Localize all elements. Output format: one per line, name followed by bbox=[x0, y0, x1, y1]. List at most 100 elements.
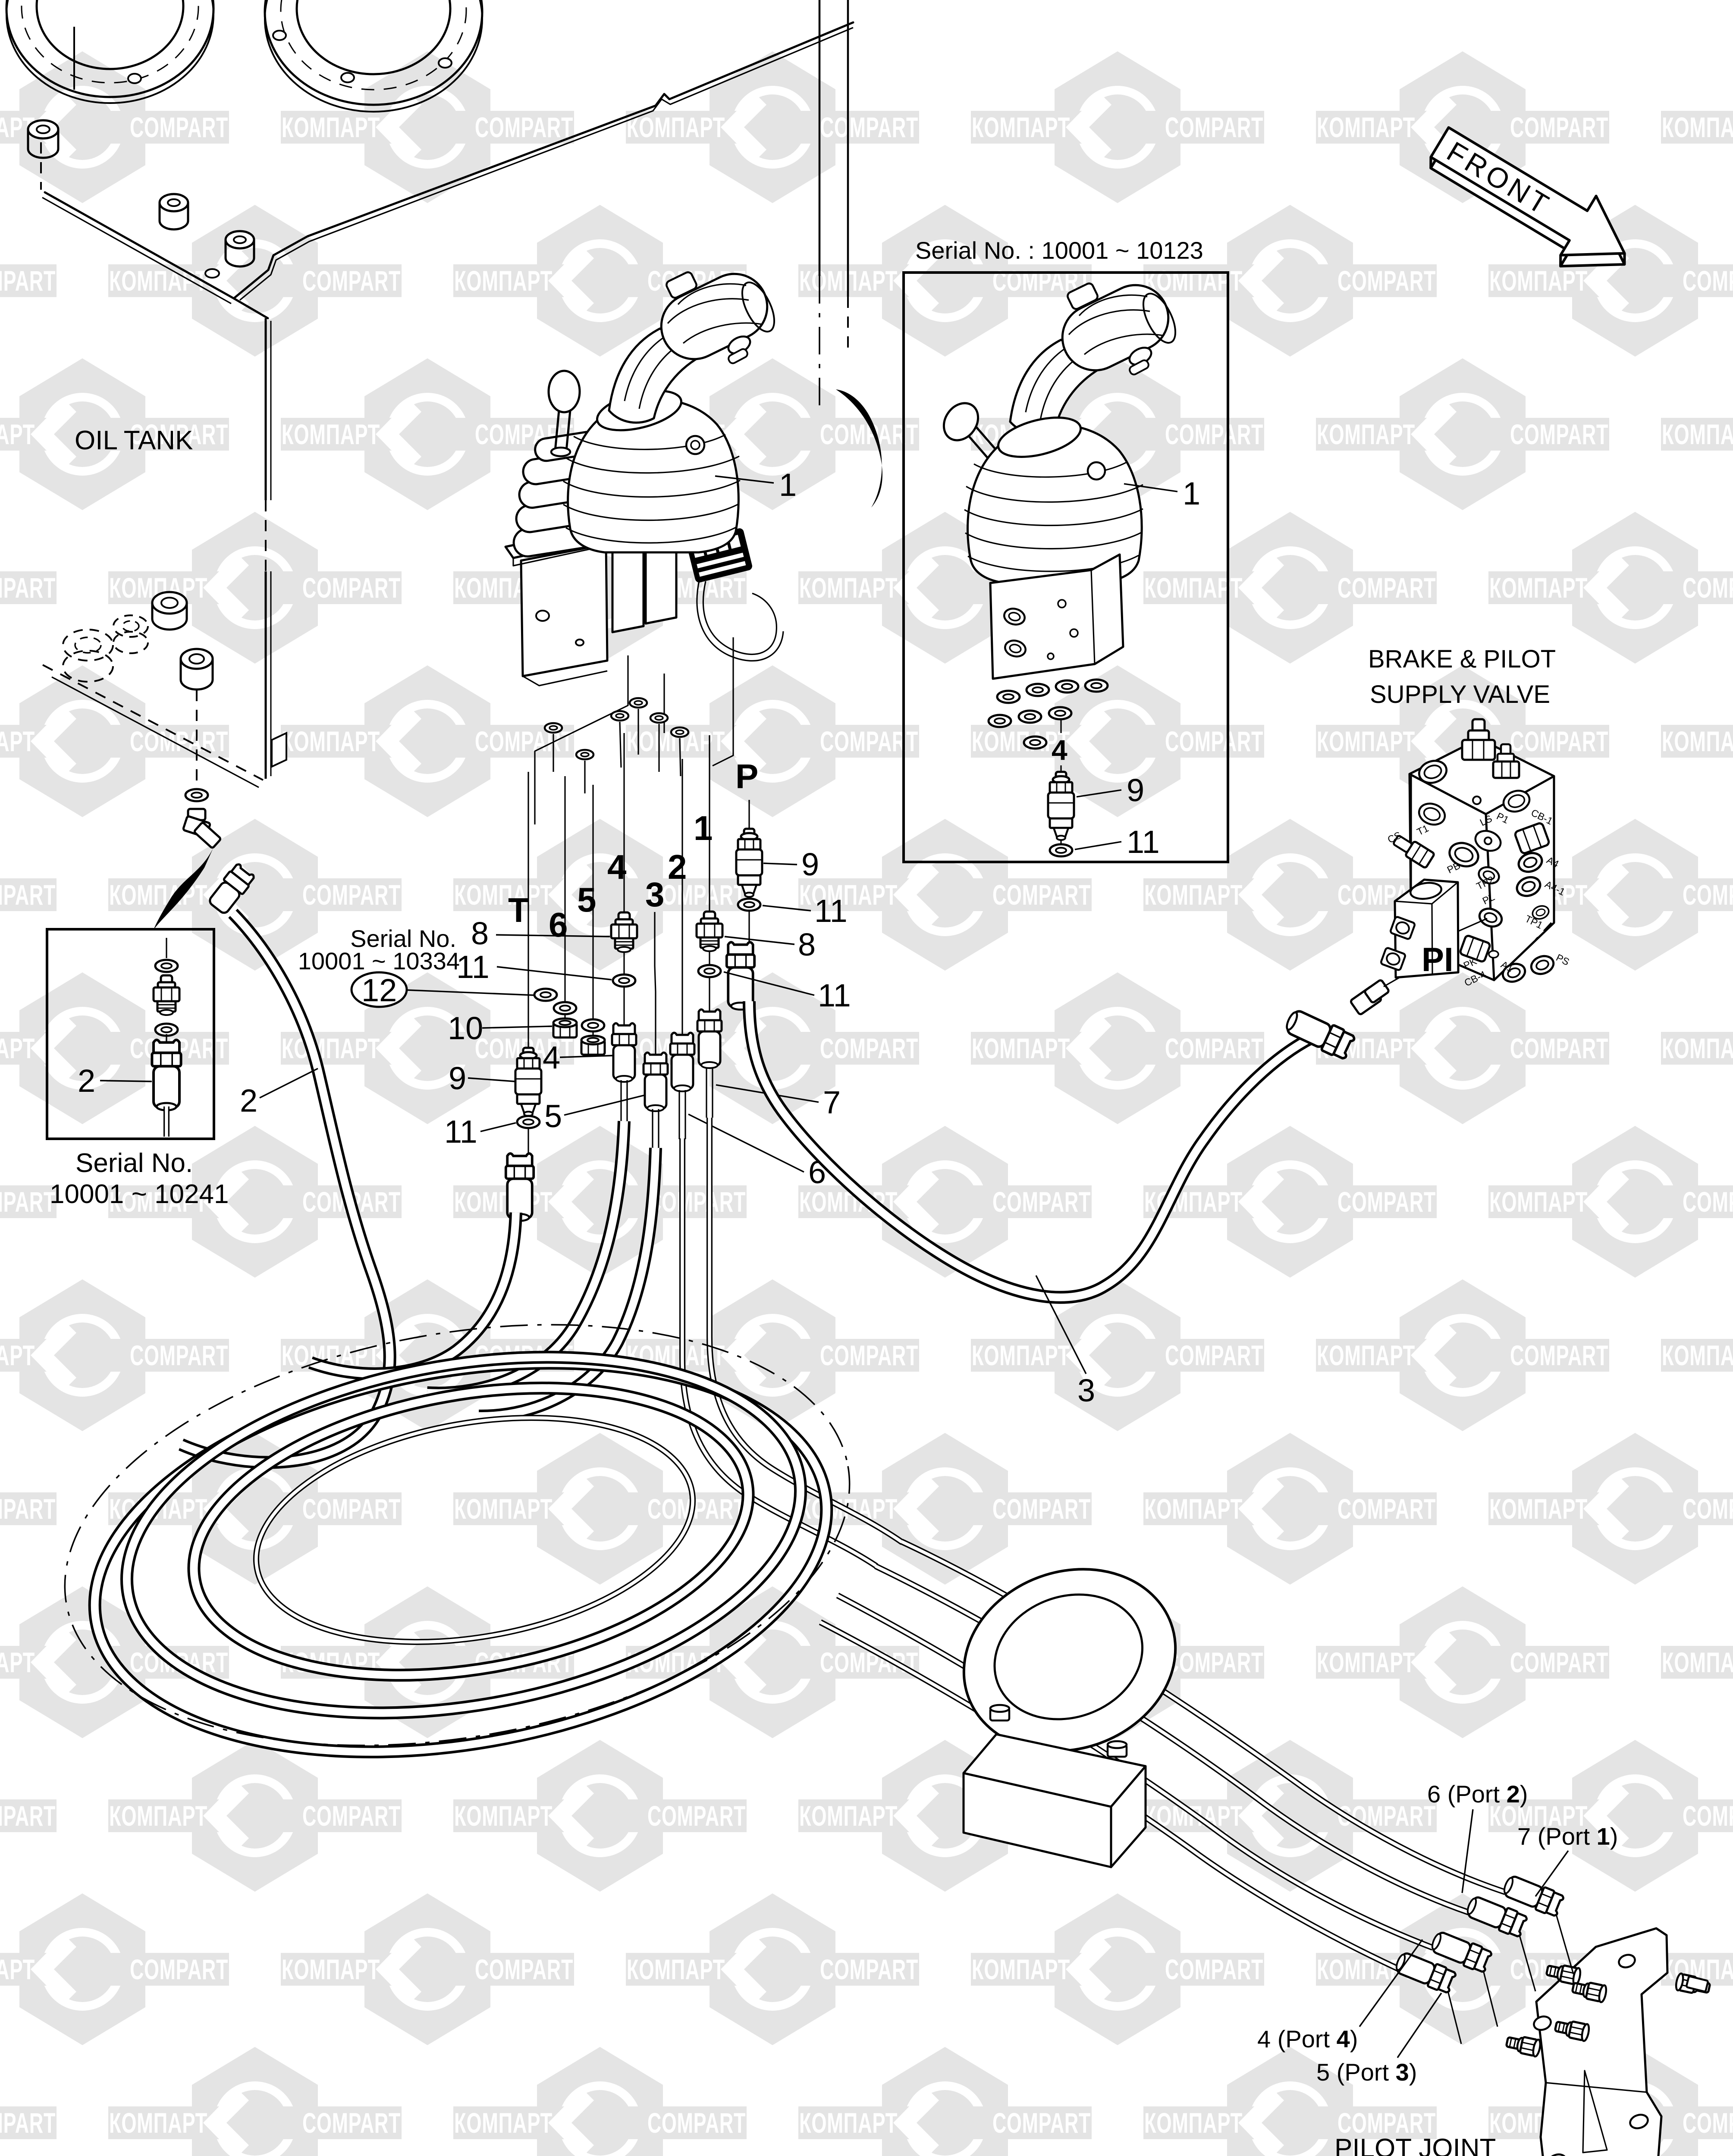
callout-10: 10 bbox=[448, 1010, 483, 1046]
valve-hex-plug-front bbox=[1459, 934, 1491, 963]
watermark-logo bbox=[453, 1433, 747, 1585]
o-ring bbox=[738, 899, 760, 911]
watermark-logo bbox=[1143, 1126, 1437, 1278]
plate-stud-4 bbox=[1505, 2034, 1541, 2057]
oil-tank-label: OIL TANK bbox=[75, 426, 193, 455]
callout-5: 5 bbox=[544, 1098, 562, 1134]
watermark-logo bbox=[1661, 1279, 1733, 1431]
o-ring bbox=[185, 789, 208, 801]
pipe-loop-dashed bbox=[64, 1324, 851, 1746]
nut-10a bbox=[553, 1018, 577, 1037]
cab-wall-lines bbox=[818, 0, 849, 411]
watermark-logo bbox=[1661, 1586, 1733, 1738]
leader-line bbox=[559, 1055, 613, 1058]
leader-line bbox=[1535, 1850, 1569, 1897]
supply-valve: PI T1 LS PB TP2 PL PK CB-4 CS CB-1 A4 A4… bbox=[1283, 645, 1571, 1061]
sleeve-7 bbox=[697, 1009, 722, 1068]
o-ring bbox=[630, 698, 647, 708]
callout-hose2: 2 bbox=[240, 1083, 257, 1119]
watermark-logo bbox=[281, 51, 574, 203]
serial-box1-label: Serial No. : 10001 ~ 10123 bbox=[915, 237, 1203, 264]
fitting-9-left bbox=[515, 1048, 541, 1116]
watermark-logo bbox=[453, 2047, 747, 2156]
watermark-logo bbox=[971, 1893, 1264, 2045]
watermark-logo bbox=[1143, 1740, 1437, 1892]
watermark-logo bbox=[971, 665, 1264, 817]
serial-mid-line2: 10001 ~ 10334 bbox=[298, 947, 460, 975]
joystick-orings bbox=[534, 637, 734, 824]
watermark-logo bbox=[1143, 205, 1437, 357]
watermark-logo bbox=[1488, 1126, 1733, 1278]
cluster-label-1: 1 bbox=[694, 809, 713, 847]
callout-7: 7 bbox=[823, 1084, 841, 1120]
leader-line bbox=[762, 905, 811, 912]
leader-line bbox=[723, 971, 815, 996]
callout-hose3: 3 bbox=[1077, 1373, 1095, 1408]
o-ring bbox=[534, 989, 557, 1001]
pipe-loop-inner-core bbox=[254, 1416, 694, 1644]
callout-11-b: 11 bbox=[818, 978, 851, 1013]
callout-11-d: 11 bbox=[444, 1114, 477, 1150]
watermark-logo bbox=[626, 51, 919, 203]
watermark-logo bbox=[1661, 972, 1733, 1124]
serial-box2-line1: Serial No. bbox=[75, 1148, 193, 1178]
callout-12: 12 bbox=[361, 972, 397, 1008]
joystick-main: 1 bbox=[504, 271, 797, 686]
watermark-logo bbox=[0, 205, 57, 357]
watermark-logo bbox=[1143, 1433, 1437, 1585]
fitting-8-right bbox=[697, 912, 722, 951]
watermark-logo bbox=[0, 1126, 57, 1278]
callout-port2: 6 (Port 2) bbox=[1427, 1780, 1528, 1808]
leader-line bbox=[468, 1077, 515, 1082]
arrow-to-inset bbox=[836, 389, 882, 508]
valve-label1: BRAKE & PILOT bbox=[1368, 645, 1556, 673]
valve-top-fittings bbox=[1461, 718, 1520, 779]
valve-hex-plug-right bbox=[1514, 822, 1550, 854]
leader-line bbox=[496, 966, 612, 981]
callout-9-left: 9 bbox=[449, 1060, 466, 1096]
serial-mid-line1: Serial No. bbox=[350, 925, 456, 952]
o-ring bbox=[671, 727, 688, 737]
callout-port4: 4 (Port 4) bbox=[1257, 2025, 1358, 2053]
hose-runs: 2 3 bbox=[31, 913, 1505, 1969]
watermark-logo bbox=[453, 1740, 747, 1892]
o-ring bbox=[1050, 844, 1072, 856]
callout-port1: 7 (Port 1) bbox=[1517, 1823, 1618, 1850]
valve-label2: SUPPLY VALVE bbox=[1370, 680, 1550, 708]
o-ring bbox=[611, 711, 628, 721]
joystick-inset bbox=[942, 282, 1178, 680]
o-ring bbox=[698, 965, 721, 977]
callout-port3: 5 (Port 3) bbox=[1316, 2059, 1417, 2086]
cluster-label-4: 4 bbox=[607, 848, 627, 886]
leader-line bbox=[763, 862, 797, 865]
watermark-logo bbox=[971, 51, 1264, 203]
watermark-logo bbox=[1316, 1586, 1609, 1738]
callout-8-left: 8 bbox=[471, 915, 489, 951]
watermark-logo bbox=[1661, 358, 1733, 510]
watermark-logo bbox=[971, 972, 1264, 1124]
arrow-to-inset2 bbox=[154, 843, 216, 930]
watermark-logo bbox=[0, 972, 229, 1124]
leader-line bbox=[407, 989, 534, 996]
watermark-logo bbox=[1488, 1740, 1733, 1892]
o-ring bbox=[1085, 680, 1108, 692]
joystick-handle bbox=[608, 271, 775, 424]
callout-hose2-inset: 2 bbox=[78, 1063, 95, 1099]
watermark-logo bbox=[0, 512, 57, 664]
watermark-logo bbox=[1488, 512, 1733, 664]
watermark-pattern bbox=[0, 51, 1733, 2156]
oil-tank-drawing: OIL TANK bbox=[5, 0, 854, 914]
o-ring bbox=[155, 1024, 178, 1036]
hose-clamp-bracket bbox=[962, 1568, 1177, 1868]
sleeve-6 bbox=[670, 1033, 694, 1091]
watermark-logo bbox=[281, 665, 574, 817]
fitting-cluster: P T 1 2 3 4 5 6 9 11 8 11 8 11 10 4 9 5 bbox=[298, 733, 851, 1221]
joystick-lever bbox=[547, 370, 581, 458]
o-ring bbox=[1019, 711, 1041, 723]
cluster-label-5: 5 bbox=[577, 881, 597, 919]
o-ring bbox=[554, 1002, 576, 1014]
leader-line bbox=[1124, 483, 1178, 492]
sleeve-4 bbox=[612, 1023, 636, 1082]
o-ring bbox=[1049, 707, 1071, 719]
watermark-logo bbox=[281, 1893, 574, 2045]
